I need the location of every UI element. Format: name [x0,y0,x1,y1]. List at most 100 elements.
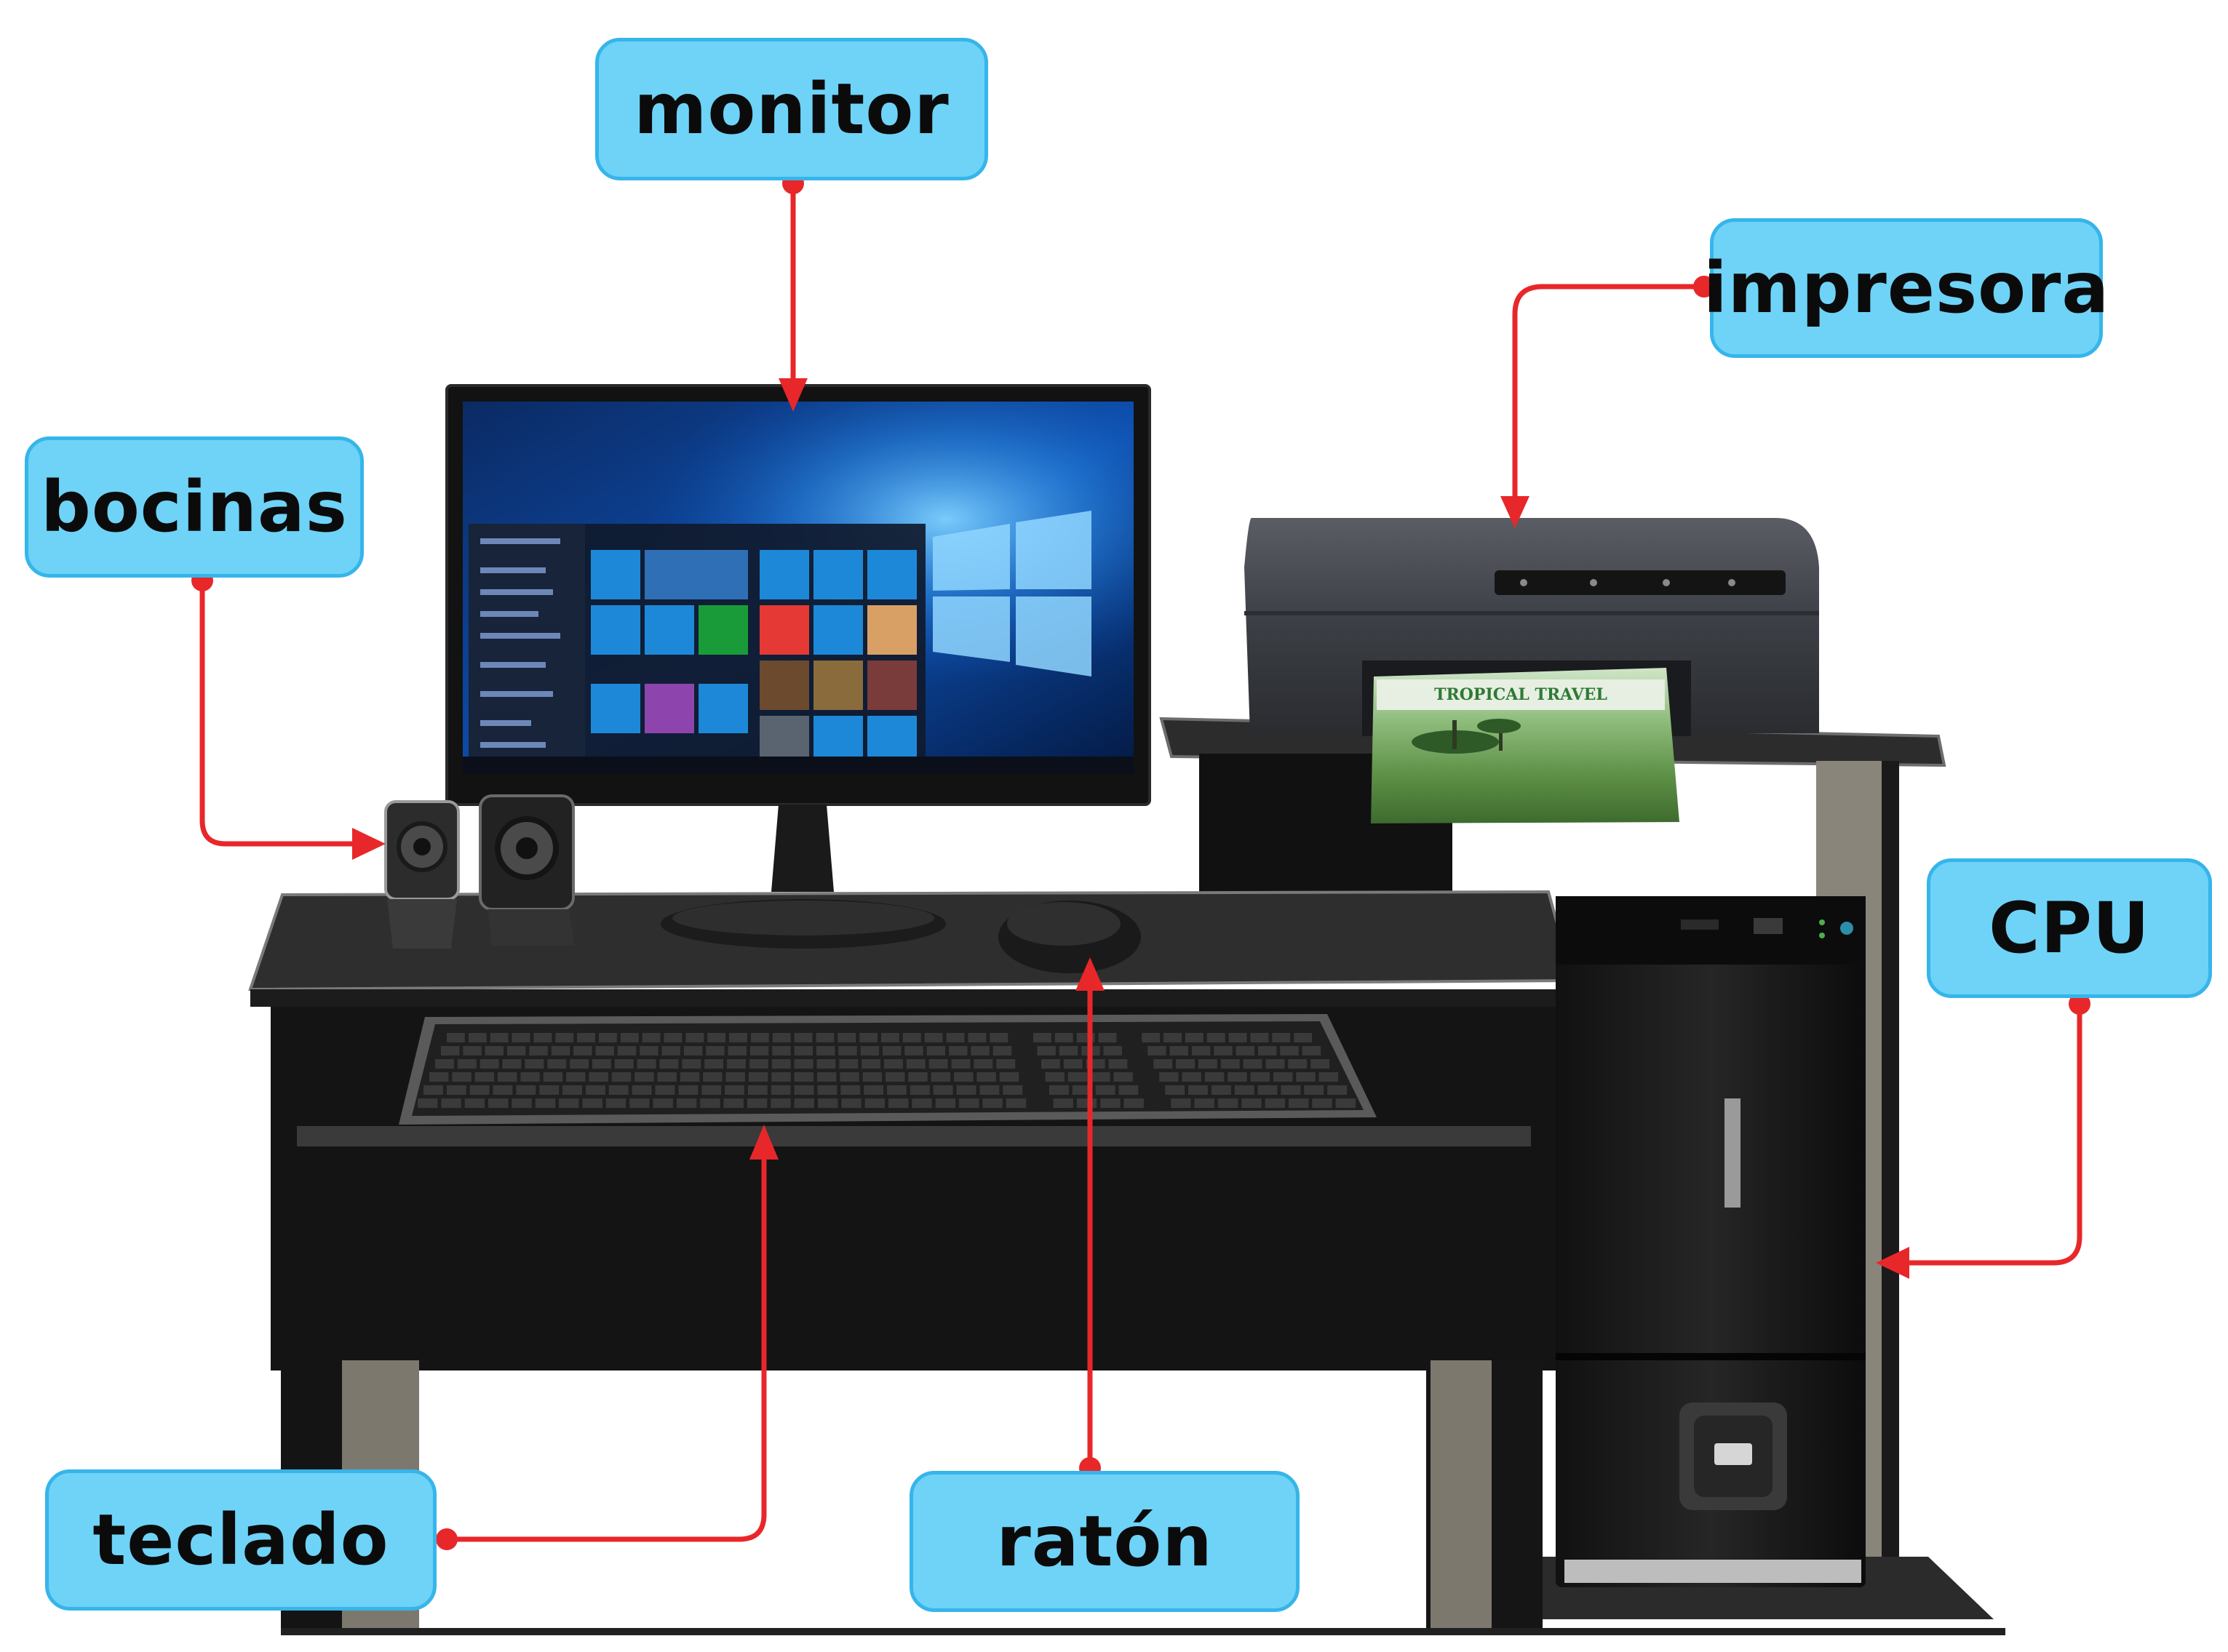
keyboard-key [728,1046,747,1056]
keyboard-key [1319,1072,1338,1082]
keyboard-key [954,1072,973,1082]
keyboard-key [700,1098,720,1108]
keyboard-key [615,1059,634,1069]
keyboard-key [634,1072,653,1082]
keyboard-key [840,1085,860,1095]
keyboard-key [1294,1033,1312,1042]
taskbar [463,757,1134,774]
keyboard-key [1091,1072,1110,1082]
keyboard-key [475,1072,494,1082]
keyboard-key [642,1033,661,1042]
keyboard-key [861,1046,879,1056]
keyboard-key [947,1033,965,1042]
keyboard-key [1236,1046,1254,1056]
keyboard-key [887,1085,907,1095]
keyboard-key [447,1085,466,1095]
keyboard-key [971,1046,989,1056]
keyboard-key [1064,1059,1083,1069]
keyboard-key [840,1072,859,1082]
keyboard-key [596,1046,614,1056]
keyboard-key [771,1072,790,1082]
keyboard-key [1302,1046,1321,1056]
keyboard-key [621,1033,639,1042]
monitor-stand [771,805,834,892]
keyboard-key [435,1059,454,1069]
keyboard-key [1100,1098,1120,1108]
keyboard-key [726,1072,745,1082]
keyboard-key [684,1046,702,1056]
keyboard-key [1033,1033,1051,1042]
keyboard-key [1310,1059,1329,1069]
label-bocinas-text: bocinas [41,466,348,548]
keyboard-key [1251,1033,1269,1042]
keyboard-key [1055,1033,1073,1042]
keyboard-key [1205,1072,1224,1082]
keyboard-key [618,1046,636,1056]
keyboard-key [749,1072,768,1082]
keyboard-key [795,1098,814,1108]
keyboard-key [637,1059,656,1069]
keyboard-key [470,1085,490,1095]
leader-bocinas [202,580,358,844]
keyboard-key [1280,1046,1298,1056]
keyboard-key [818,1085,838,1095]
keyboard-key [640,1046,658,1056]
keyboard-key [507,1046,525,1056]
keyboard-key [795,1033,813,1042]
label-raton-text: ratón [996,1501,1212,1582]
keyboard-key [927,1046,945,1056]
keyboard-key [974,1059,992,1069]
keyboard-key [773,1033,791,1042]
keyboard-key [632,1085,652,1095]
keyboard-key [1077,1098,1097,1108]
label-teclado-text: teclado [92,1499,389,1581]
cpu-device [1556,896,1866,1587]
keyboard-key [447,1033,465,1042]
keyboard-key [429,1072,448,1082]
keyboard-key [658,1072,677,1082]
keyboard-key [1207,1033,1225,1042]
keyboard-key [656,1085,675,1095]
keyboard-key [512,1033,530,1042]
keyboard-key [724,1098,744,1108]
keyboard-key [1244,1059,1262,1069]
keyboard-key [925,1033,943,1042]
keyboard-key [912,1098,931,1108]
keyboard-key [577,1033,595,1042]
keyboard-key [1296,1072,1315,1082]
keyboard-key [1054,1098,1073,1108]
keyboard-key [1185,1033,1203,1042]
label-teclado: teclado [45,1469,437,1611]
keyboard-key [795,1085,814,1095]
keyboard-key [957,1085,976,1095]
keyboard-key [1159,1072,1178,1082]
keyboard-key [1195,1098,1214,1108]
keyboard-key [592,1059,611,1069]
keyboard-key [881,1033,899,1042]
keyboard-key [1165,1085,1185,1095]
label-bocinas: bocinas [25,436,364,578]
keyboard-key [816,1046,835,1056]
keyboard-key [1003,1085,1022,1095]
keyboard-key [838,1046,856,1056]
keyboard-key [1046,1072,1065,1082]
keyboard-key [1124,1098,1144,1108]
keyboard-key [441,1098,461,1108]
keyboard-device [399,1014,1377,1125]
keyboard-key [883,1046,901,1056]
keyboard-key [839,1059,858,1069]
keyboard-key [862,1059,880,1069]
keyboard-key [1096,1085,1115,1095]
keyboard-key [606,1098,626,1108]
keyboard-key [701,1085,721,1095]
keyboard-key [423,1085,443,1095]
keyboard-key [1114,1072,1133,1082]
keyboard-key [1288,1059,1307,1069]
keyboard-key [959,1098,979,1108]
keyboard-key [441,1046,459,1056]
keyboard-key [503,1059,522,1069]
keyboard-key [1000,1072,1019,1082]
mouse-device [998,901,1141,973]
keyboard-key [1281,1085,1301,1095]
keyboard-key [418,1098,437,1108]
